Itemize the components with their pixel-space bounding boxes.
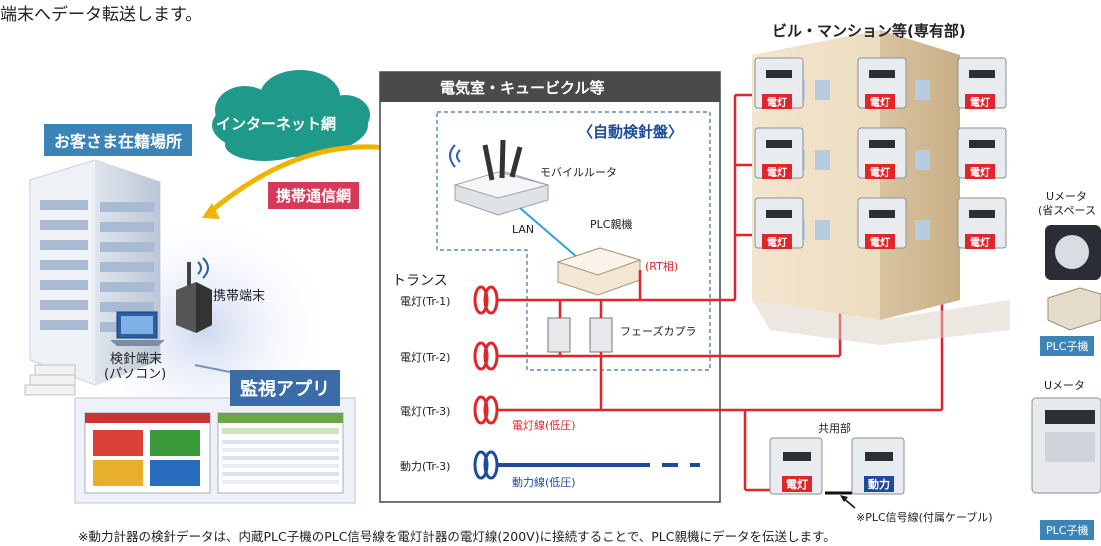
mobile-network-badge: 携帯通信網: [268, 182, 360, 209]
mobile-router-label: モバイルルータ: [540, 166, 617, 179]
power-line-label: 動力線(低圧): [512, 476, 576, 489]
meter-tag-light: 電灯: [865, 164, 895, 179]
monitor-app-badge: 監視アプリ: [230, 370, 340, 406]
mobile-terminal-icon: [176, 262, 212, 333]
plc-child-icon: [1047, 287, 1101, 331]
u-meter-small-label: Uメータ: [1046, 190, 1088, 203]
tr1-label: 電灯(Tr-1): [400, 295, 451, 308]
lan-label: LAN: [512, 223, 535, 236]
customer-location-badge: お客さま在籍場所: [44, 124, 193, 156]
plc-signal-note: ※PLC信号線(付属ケーブル): [856, 511, 993, 524]
router-icon: [453, 139, 550, 216]
phase-coupler-icon: [547, 317, 613, 353]
plc-child-badge-bottom: PLC子機: [1040, 520, 1095, 540]
auto-meter-panel-title: 〈自動検針盤〉: [578, 123, 684, 141]
common-area-label: 共用部: [818, 422, 851, 435]
building-title: ビル・マンション等(専有部): [772, 22, 966, 40]
meter-terminal-sublabel: (パソコン): [104, 367, 167, 382]
common-light-meter-tag: 電灯: [782, 476, 812, 492]
tr3-light-label: 電灯(Tr-3): [400, 405, 451, 418]
app-screenshot-dashboard: [84, 412, 211, 494]
tr2-label: 電灯(Tr-2): [400, 351, 451, 364]
meter-tag-light: 電灯: [762, 94, 792, 109]
transformer-coil-icon: [473, 285, 499, 480]
mobile-terminal-label: 携帯端末: [213, 289, 266, 304]
wifi-icon: [197, 257, 209, 279]
meter-tag-light: 電灯: [762, 234, 792, 249]
router-wifi-icon: [449, 144, 461, 168]
meter-tag-light: 電灯: [762, 164, 792, 179]
internet-network-label: インターネット網: [216, 115, 337, 133]
meter-tag-light: 電灯: [865, 94, 895, 109]
footnote: ※動力計器の検針データは、内蔵PLC子機のPLC信号線を電灯計器の電灯線(200…: [78, 529, 836, 544]
phase-coupler-label: フェーズカプラ: [620, 325, 697, 338]
u-meter-small-sublabel: (省スペース: [1038, 204, 1096, 217]
meter-terminal-label: 検針端末: [110, 352, 163, 367]
plc-child-badge: PLC子機: [1040, 336, 1095, 356]
transformer-label: トランス: [392, 273, 448, 289]
u-meter-small-icon: [1045, 225, 1101, 280]
u-meter-icon: [1031, 397, 1101, 494]
tr3-power-label: 動力(Tr-3): [400, 460, 451, 473]
rt-phase-label: (RT相): [645, 260, 679, 273]
meter-tag-light: 電灯: [965, 164, 995, 179]
meter-tag-light: 電灯: [865, 234, 895, 249]
meter-tag-light: 電灯: [965, 94, 995, 109]
meter-tag-light: 電灯: [965, 234, 995, 249]
plc-parent-label: PLC親機: [590, 218, 633, 231]
electric-room-title: 電気室・キュービクル等: [440, 79, 605, 97]
intro-text-fragment: 端末へデータ転送します。: [0, 5, 203, 25]
laptop-icon: [110, 311, 165, 346]
app-screenshot-table: [217, 412, 344, 494]
common-power-meter-tag: 動力: [864, 476, 894, 492]
lan-cable: [519, 207, 579, 259]
internet-cloud-icon: [212, 70, 370, 161]
plc-parent-icon: [556, 247, 642, 296]
electric-room-header: [380, 72, 720, 102]
u-meter-label: Uメータ: [1044, 379, 1086, 392]
auto-meter-panel-outline: [436, 111, 711, 371]
light-line-label: 電灯線(低圧): [512, 419, 576, 432]
